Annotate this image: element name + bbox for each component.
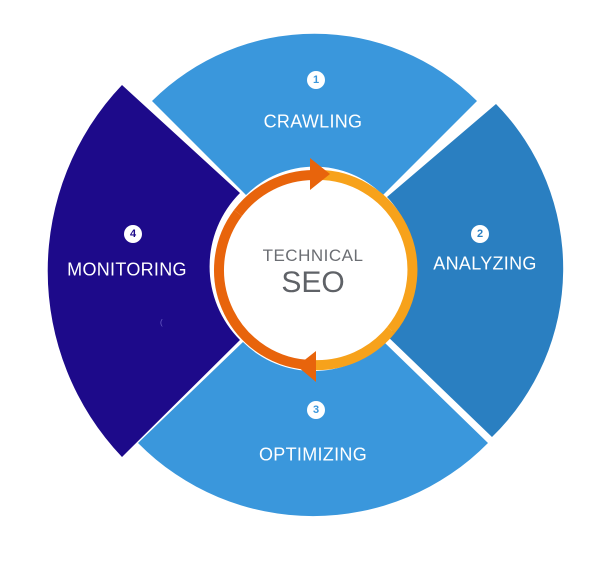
segment-crawling (152, 33, 477, 196)
arrow-head-top (310, 158, 330, 190)
center-circle (213, 170, 413, 370)
segment-optimizing (138, 342, 488, 517)
step-number-badge-3: 3 (307, 401, 325, 419)
arrow-arc-top-dark (234, 170, 314, 217)
step-number-badge-1: 1 (307, 71, 325, 89)
stray-mark: ( (160, 318, 163, 327)
step-number-badge-4: 4 (124, 225, 142, 243)
arrow-arc-left (214, 210, 314, 370)
arrow-arc-top (312, 169, 418, 334)
step-label-analyzing: ANALYZING (433, 253, 537, 274)
step-label-monitoring: MONITORING (67, 259, 187, 280)
arrow-arc-bottom (312, 326, 395, 371)
arrow-head-bottom (297, 351, 316, 382)
step-label-crawling: CRAWLING (263, 111, 363, 132)
center-title-line1: TECHNICAL (262, 246, 364, 265)
center-title-line2: SEO (281, 266, 345, 299)
segment-monitoring (47, 85, 241, 457)
segment-analyzing (384, 104, 564, 437)
step-number-badge-2: 2 (471, 225, 489, 243)
step-label-optimizing: OPTIMIZING (259, 444, 367, 465)
